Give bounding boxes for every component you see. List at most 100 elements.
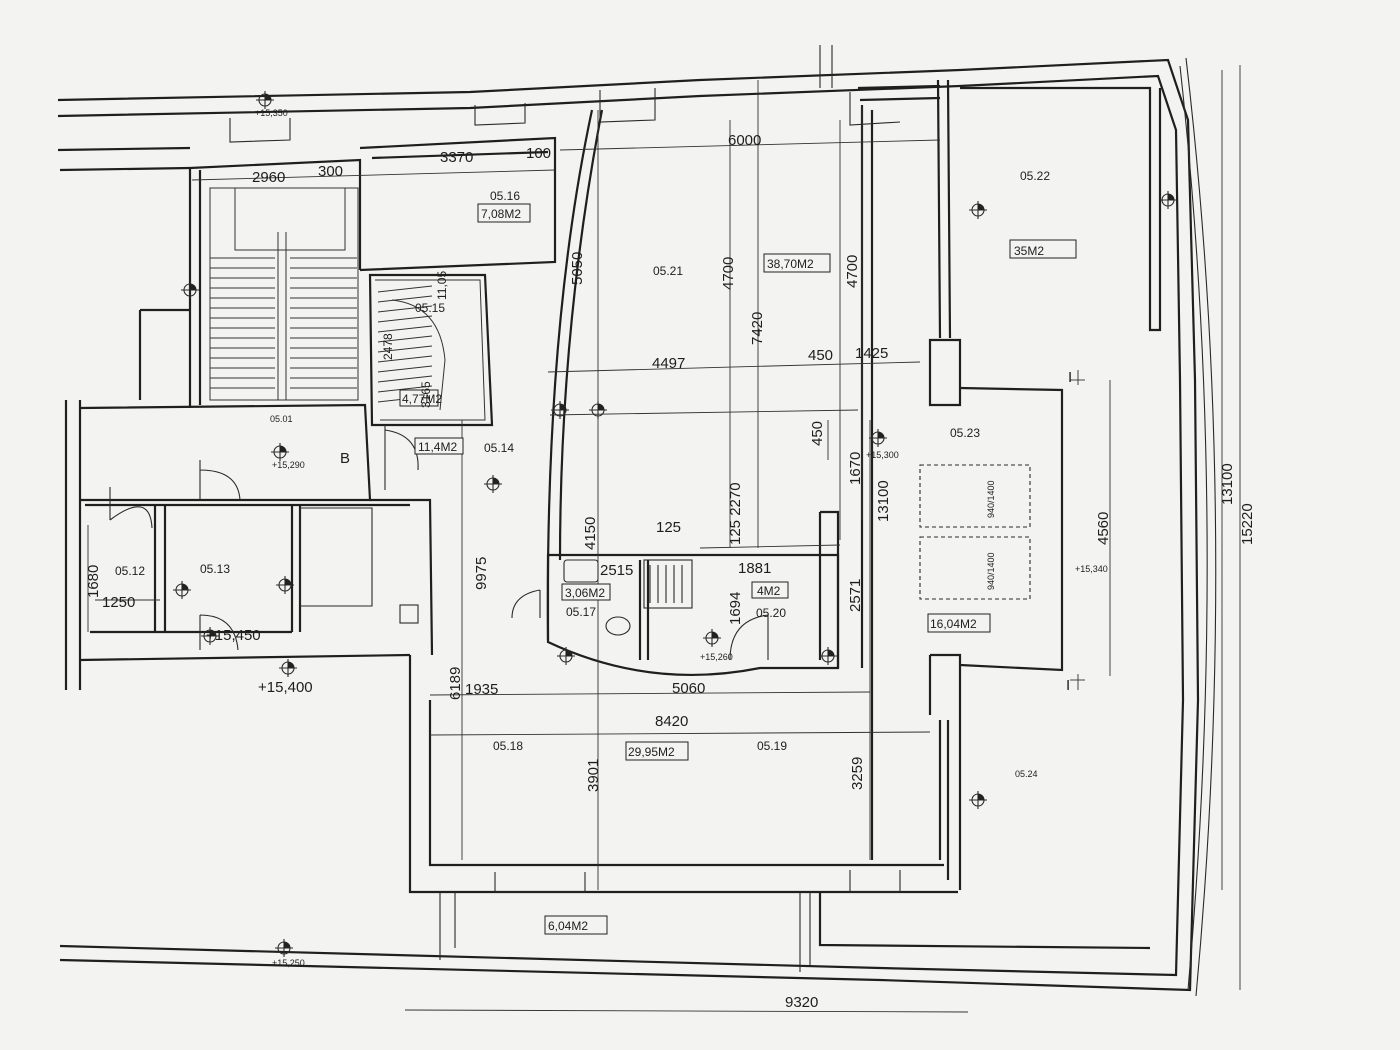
marker-i-bottom: I: [1066, 677, 1070, 694]
room-labels: 05.16 05.21 05.22 05.15 05.01 05.14 05.2…: [115, 169, 1072, 779]
area-05-15: 4,77M2: [402, 392, 442, 406]
stair-tread: [377, 345, 433, 353]
marker-b: B: [340, 450, 350, 467]
marker-i-top: I: [1068, 369, 1072, 386]
level-15250: +15,250: [272, 958, 305, 968]
dim-15220: 15220: [1239, 503, 1256, 545]
stair-tread: [377, 365, 433, 373]
dim-5060: 5060: [672, 680, 705, 697]
dim-100: 100: [526, 145, 551, 162]
area-labels: 7,08M2 38,70M2 35M2 4,77M2 11,4M2 3,06M2…: [399, 203, 1077, 935]
level-marker-icon: [173, 581, 191, 599]
staircase-main: [209, 187, 359, 401]
stair-tread: [377, 295, 433, 303]
level-15340: +15,340: [1075, 564, 1108, 574]
stair-tread: [377, 385, 433, 393]
level-marker-icon: [551, 401, 569, 419]
level-markers: [173, 91, 1177, 957]
level-15350: +15,350: [255, 108, 288, 118]
area-05-16: 7,08M2: [481, 207, 521, 221]
dim-2478: 2478: [381, 333, 395, 360]
room-05-24: 05.24: [1015, 769, 1038, 779]
dim-2960: 2960: [252, 169, 285, 186]
stair-tread: [377, 375, 433, 383]
dim-9975: 9975: [473, 557, 490, 590]
room-05-13: 05.13: [200, 562, 230, 576]
room-05-16: 05.16: [490, 189, 520, 203]
area-05-18: 29,95M2: [628, 745, 675, 759]
level-15290: +15,290: [272, 460, 305, 470]
room-05-01: 05.01: [270, 414, 293, 424]
dim-450-a: 450: [808, 347, 833, 364]
elevation-labels: +15,400 +15,450 +15,300 +15,340 +15,350 …: [206, 108, 1108, 968]
room-05-15: 05.15: [415, 301, 445, 315]
dimension-labels: 2960 300 3370 100 6000 5050 4700 7420 47…: [85, 132, 1256, 1011]
dim-2571: 2571: [847, 579, 864, 612]
dim-9320: 9320: [785, 994, 818, 1011]
stair-tread: [377, 325, 433, 333]
dim-2270: 125 2270: [727, 482, 744, 545]
level-15300: +15,300: [866, 450, 899, 460]
level-15260: +15,260: [700, 652, 733, 662]
level-marker-icon: [276, 576, 294, 594]
dim-6189: 6189: [447, 667, 464, 700]
dim-3370: 3370: [440, 149, 473, 166]
level-marker-icon: [201, 627, 219, 645]
level-15400: +15,400: [258, 679, 313, 696]
area-05-14: 11,4M2: [418, 440, 457, 454]
level-marker-icon: [275, 939, 293, 957]
dim-13100-a: 13100: [875, 480, 892, 522]
dim-1935: 1935: [465, 681, 498, 698]
dim-3259: 3259: [849, 757, 866, 790]
dim-1425: 1425: [855, 345, 888, 362]
dim-3165: 3165: [419, 381, 433, 408]
level-marker-icon: [819, 647, 837, 665]
dim-4560: 4560: [1095, 512, 1112, 545]
dim-13100-b: 13100: [1219, 463, 1236, 505]
level-marker-icon: [703, 629, 721, 647]
dim-4700-a: 4700: [720, 257, 737, 290]
level-marker-icon: [271, 443, 289, 461]
level-marker-icon: [969, 201, 987, 219]
area-balcony: 6,04M2: [548, 919, 588, 933]
level-marker-icon: [256, 91, 274, 109]
bed-size-2: 940/1400: [986, 552, 996, 590]
dim-300: 300: [318, 163, 343, 180]
area-05-17: 3,06M2: [565, 586, 605, 600]
dim-4700-b: 4700: [844, 255, 861, 288]
level-marker-icon: [869, 429, 887, 447]
dim-450-b: 450: [809, 421, 826, 446]
bed-size-1: 940/1400: [986, 480, 996, 518]
level-marker-icon: [1159, 191, 1177, 209]
level-marker-icon: [279, 659, 297, 677]
dim-4150: 4150: [582, 517, 599, 550]
area-05-23: 16,04M2: [930, 617, 977, 631]
level-marker-icon: [557, 647, 575, 665]
stair-tread: [377, 335, 433, 343]
stair-tread: [377, 305, 433, 313]
room-05-18: 05.18: [493, 739, 523, 753]
room-05-22: 05.22: [1020, 169, 1050, 183]
dim-1694: 1694: [727, 592, 744, 625]
dim-5050: 5050: [569, 252, 586, 285]
level-marker-icon: [589, 401, 607, 419]
level-marker-icon: [484, 475, 502, 493]
area-05-22: 35M2: [1014, 244, 1044, 258]
outer-walls: [57, 57, 1217, 997]
stair-tread: [377, 315, 433, 323]
room-05-21: 05.21: [653, 264, 683, 278]
stair-tread: [377, 355, 433, 363]
stair-tread: [377, 285, 433, 293]
level-marker-icon: [181, 281, 199, 299]
dim-3901: 3901: [585, 759, 602, 792]
dim-6000: 6000: [728, 132, 761, 149]
dim-125: 125: [656, 519, 681, 536]
dim-1680: 1680: [85, 565, 102, 598]
dim-8420: 8420: [655, 713, 688, 730]
dim-4497: 4497: [652, 355, 685, 372]
room-05-17: 05.17: [566, 605, 596, 619]
room-05-19: 05.19: [757, 739, 787, 753]
room-05-14: 05.14: [484, 441, 514, 455]
